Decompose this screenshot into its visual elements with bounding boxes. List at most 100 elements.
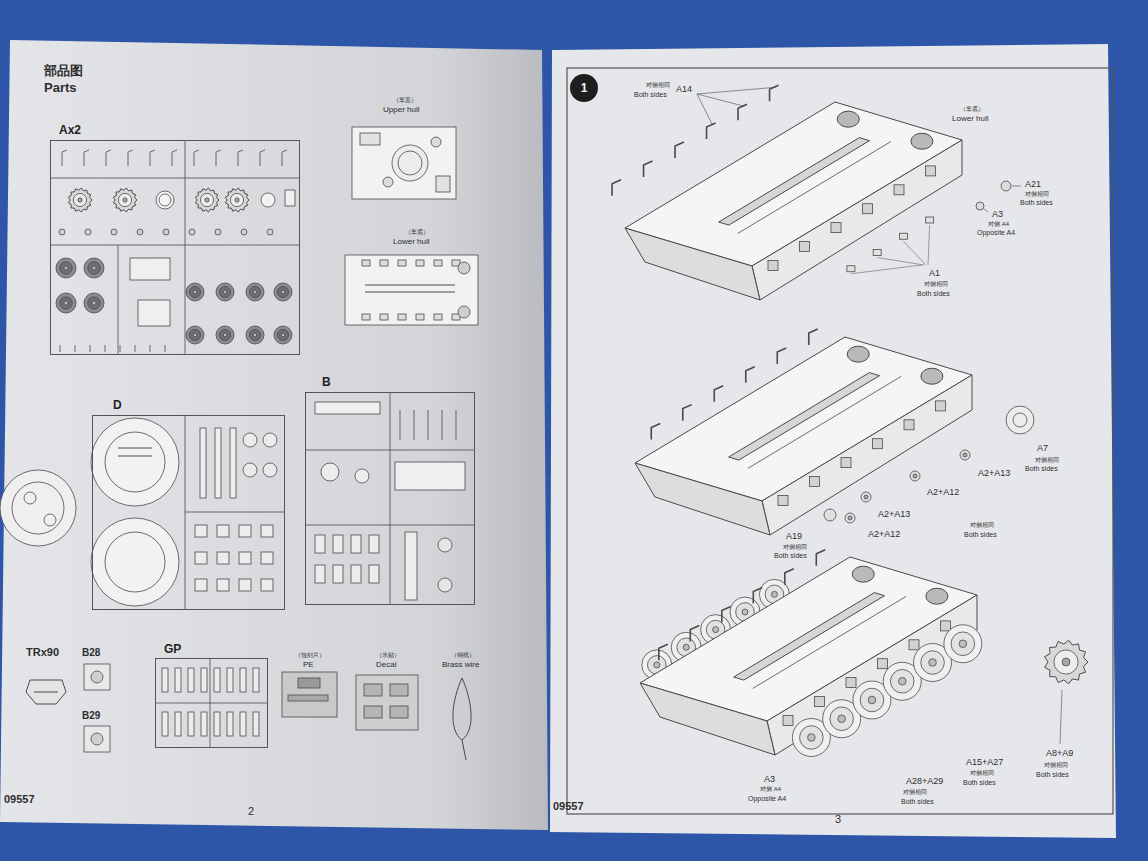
- hull-slot: [365, 285, 455, 286]
- label-text: 部品图: [44, 64, 83, 77]
- small-part: [315, 565, 325, 583]
- label-text: （车底）: [405, 229, 429, 235]
- wheel-hub: [281, 290, 285, 294]
- sprue-frame: GP: [155, 658, 268, 748]
- suspension-mount: [941, 621, 951, 631]
- suspension-mount: [926, 166, 936, 176]
- small-part: [194, 150, 199, 152]
- small-part: [976, 202, 984, 210]
- part-number: A2+A12: [927, 488, 959, 497]
- wheel-rim: [88, 297, 100, 309]
- wheel-rim: [249, 329, 260, 340]
- turret-roof: [105, 432, 165, 492]
- hull-slot: [734, 593, 885, 680]
- wheel-rim: [88, 262, 100, 274]
- small-part: [62, 150, 67, 152]
- part-number: A8+A9: [1046, 749, 1073, 758]
- turret-ring: [392, 145, 428, 181]
- small-part: [253, 712, 259, 736]
- wheel-rim: [800, 726, 824, 750]
- hatch: [44, 514, 56, 526]
- wheel-hub: [868, 696, 876, 704]
- small-part: [75, 345, 76, 352]
- wheel-hub: [223, 333, 227, 337]
- small-part: [214, 668, 220, 692]
- small-part: [239, 552, 251, 564]
- label-text: B29: [82, 711, 100, 721]
- wheel-arm-part: [960, 450, 970, 460]
- label-text: Brass wire: [442, 661, 479, 669]
- torsion-arm: [746, 367, 755, 383]
- sprue-runner: [185, 415, 186, 610]
- wheel-hub: [959, 640, 967, 648]
- torsion-arm: [690, 625, 699, 641]
- decal-marking: [364, 706, 382, 718]
- small-part: [195, 525, 207, 537]
- torsion-arm: [651, 424, 660, 440]
- wheel-hub: [193, 290, 197, 294]
- wheel-hub: [253, 290, 257, 294]
- small-part: [120, 345, 121, 352]
- suspension-mount: [362, 314, 370, 320]
- small-part: [175, 668, 181, 692]
- suspension-mount: [800, 242, 810, 252]
- wheel-rim: [249, 286, 260, 297]
- small-part: [216, 152, 217, 166]
- sprue-runner: [305, 525, 475, 526]
- small-part: [227, 712, 233, 736]
- small-part: [175, 712, 181, 736]
- small-part: [128, 150, 133, 152]
- road-wheel: [216, 326, 234, 344]
- wheel-rim: [60, 262, 72, 274]
- small-part: [260, 152, 261, 166]
- small-part: [261, 579, 273, 591]
- small-part: [369, 535, 379, 553]
- small-part: [215, 229, 221, 235]
- grille: [458, 262, 470, 274]
- right-page: [550, 44, 1116, 838]
- small-part: [438, 578, 452, 592]
- turret-ring: [398, 151, 422, 175]
- suspension-mount: [936, 401, 946, 411]
- wheel-arm-part: [864, 495, 868, 499]
- hull-front: [635, 463, 770, 535]
- sprocket-disc: [118, 193, 131, 206]
- sprocket-hub: [1062, 658, 1070, 666]
- label-text: （蚀刻片）: [295, 652, 325, 658]
- hull-front: [625, 228, 760, 300]
- part-number: A2+A12: [868, 530, 900, 539]
- leader-line: [877, 258, 924, 266]
- wheel-rim: [830, 707, 854, 731]
- sprocket-disc: [200, 193, 213, 206]
- label-text: Both sides: [634, 91, 667, 98]
- hull-slot: [729, 373, 880, 460]
- hull-slot: [719, 138, 870, 225]
- small-part: [238, 150, 243, 152]
- suspension-mount: [846, 678, 856, 688]
- label-text: 对侧相同: [903, 789, 927, 795]
- road-wheel: [56, 258, 76, 278]
- sprocket-hub: [235, 198, 239, 202]
- decal-sheet: [356, 675, 418, 730]
- track-link: [34, 692, 58, 693]
- hull-front: [640, 683, 775, 755]
- small-part: [241, 229, 247, 235]
- small-part: [217, 579, 229, 591]
- road-wheel: [944, 625, 982, 663]
- sprocket-hub: [205, 198, 209, 202]
- suspension-mount: [380, 314, 388, 320]
- label-text: （车底）: [960, 106, 984, 112]
- small-part: [217, 552, 229, 564]
- part-number: A3: [764, 775, 775, 784]
- small-part: [315, 535, 325, 553]
- small-part: [189, 229, 195, 235]
- small-part: [261, 525, 273, 537]
- suspension-mount: [904, 420, 914, 430]
- hatch: [383, 177, 393, 187]
- suspension-mount: [778, 495, 788, 505]
- label-text: TRx90: [26, 647, 59, 658]
- label-text: Lower hull: [952, 115, 988, 123]
- sprue-runner: [155, 703, 268, 704]
